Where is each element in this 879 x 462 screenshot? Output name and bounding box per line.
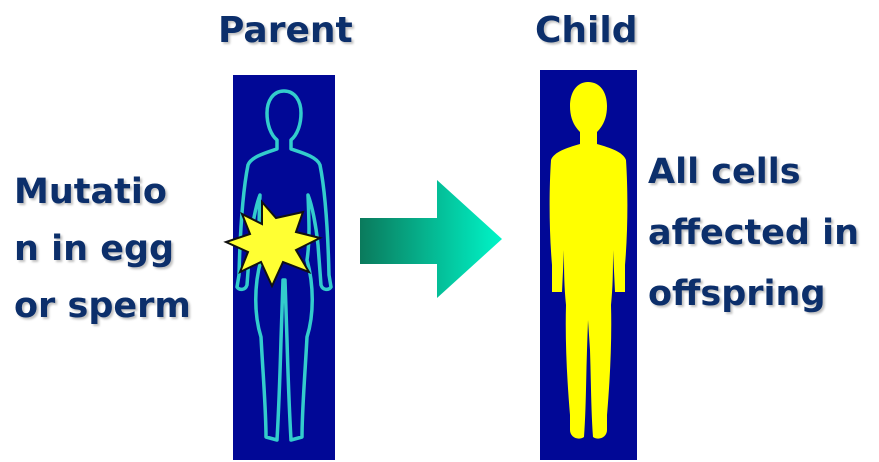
child-title: Child (535, 10, 638, 51)
human-silhouette-icon (540, 70, 637, 460)
mutation-caption-line-3: or sperm (14, 278, 191, 335)
affected-caption: All cells affected in offspring (648, 142, 859, 325)
affected-caption-line-2: affected in (648, 203, 859, 264)
mutation-caption-line-2: n in egg (14, 221, 191, 278)
mutation-caption: Mutatio n in egg or sperm (14, 164, 191, 335)
parent-panel (233, 75, 335, 460)
affected-caption-line-3: offspring (648, 264, 859, 325)
affected-caption-line-1: All cells (648, 142, 859, 203)
child-panel (540, 70, 637, 460)
right-arrow-icon (360, 180, 510, 300)
parent-title: Parent (218, 10, 353, 51)
mutation-caption-line-1: Mutatio (14, 164, 191, 221)
human-outline-icon (233, 75, 335, 460)
